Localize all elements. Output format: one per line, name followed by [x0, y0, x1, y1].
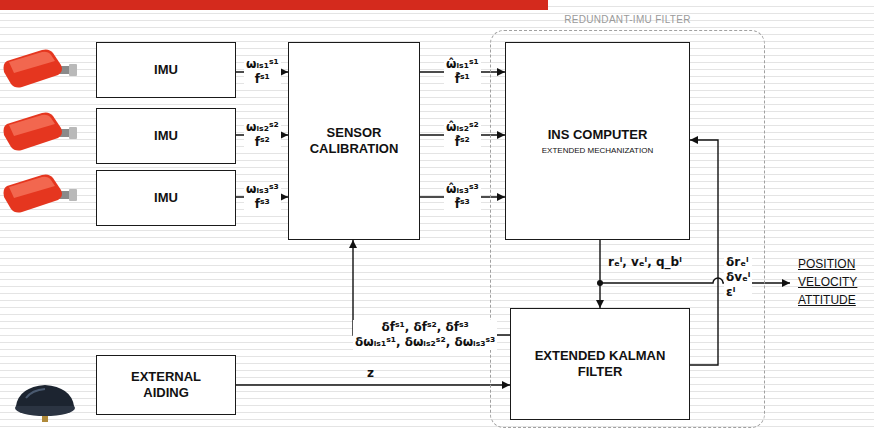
calibration-box: SENSOR CALIBRATION: [288, 42, 420, 240]
imu-icon: [3, 112, 77, 150]
imu-highlight: [9, 115, 55, 136]
box-subtitle: EXTENDED MECHANIZATION: [542, 145, 653, 156]
box-title: INS COMPUTER: [548, 127, 648, 143]
box-title: IMU: [154, 62, 178, 78]
imu-plug: [69, 127, 77, 139]
signal-label: ω̂ᵢₛ₂ˢ² f̂ˢ²: [444, 120, 481, 150]
kalman-filter-box: EXTENDED KALMAN FILTER: [510, 308, 690, 420]
signal-label: ω̂ᵢₛ₁ˢ¹ f̂ˢ¹: [444, 57, 481, 87]
antenna-icon: [15, 385, 75, 422]
imu-plug: [69, 64, 77, 76]
signal-label: δrₑˡ δvₑˡ εˡ: [724, 255, 752, 300]
signal-label: ωᵢₛ₃ˢ³ fˢ³: [244, 182, 281, 212]
signal-label: z: [365, 366, 376, 381]
antenna-shine: [26, 389, 45, 398]
imu-icon: [3, 174, 77, 212]
ins-computer-box: INS COMPUTER EXTENDED MECHANIZATION: [505, 42, 690, 240]
box-title: EXTERNAL AIDING: [121, 369, 211, 401]
imu-body: [3, 112, 62, 150]
imu-body: [3, 174, 62, 212]
imu-body: [3, 49, 62, 87]
imu-icon: [3, 49, 77, 87]
imu-box: IMU: [96, 170, 236, 226]
box-title: SENSOR CALIBRATION: [298, 125, 410, 157]
imu-box: IMU: [96, 42, 236, 98]
signal-arrow: [599, 240, 600, 308]
signal-label: δfˢ¹, δfˢ², δfˢ³ δωᵢₛ₁ˢ¹, δωᵢₛ₂ˢ², δωᵢₛ₃…: [353, 320, 497, 350]
imu-highlight: [9, 52, 55, 73]
imu-plug: [69, 189, 77, 201]
title-bar: [0, 0, 548, 10]
imu-highlight: [9, 177, 55, 198]
signal-label: ω̂ᵢₛ₃ˢ³ f̂ˢ³: [444, 182, 481, 212]
filter-region: REDUNDANT-IMU FILTERINS COMPUTEREXTENDED…: [490, 30, 765, 428]
signal-arrow: [236, 384, 510, 385]
signal-label: ωᵢₛ₁ˢ¹ fˢ¹: [244, 57, 281, 87]
aiding-box: EXTERNAL AIDING: [96, 355, 236, 415]
box-title: EXTENDED KALMAN FILTER: [525, 348, 675, 380]
output-arrow: [600, 278, 790, 283]
imu-box: IMU: [96, 108, 236, 164]
signal-label: rₑˡ, vₑˡ, q_bˡ: [606, 255, 684, 270]
box-title: IMU: [154, 128, 178, 144]
signal-label: ωᵢₛ₂ˢ² fˢ²: [244, 120, 281, 150]
signal-arrow: [690, 140, 718, 365]
box-title: IMU: [154, 190, 178, 206]
output-label: POSITION VELOCITY ATTITUDE: [798, 255, 857, 309]
antenna-dome: [16, 385, 74, 406]
region-title: REDUNDANT-IMU FILTER: [491, 14, 764, 26]
